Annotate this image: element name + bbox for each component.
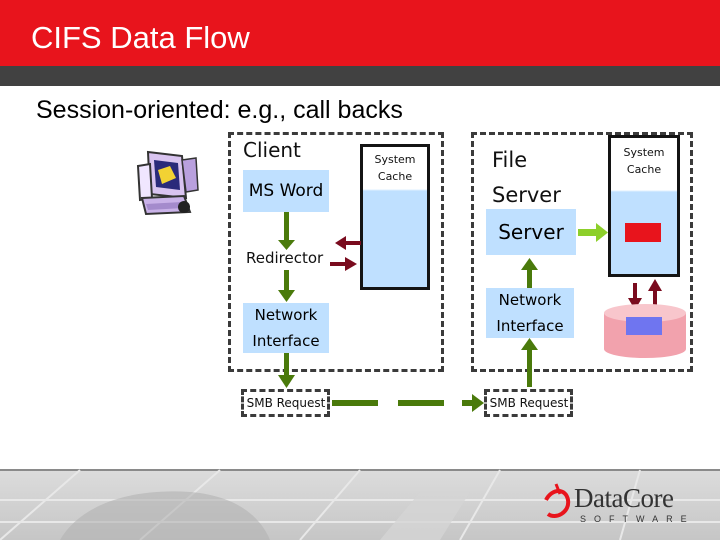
datacore-logo-icon [544,483,571,519]
server-cache-label: System Cache [623,146,665,176]
cache-data-block [625,223,661,242]
arrow-cache-to-redirector [330,257,357,271]
arrow-network-to-server [521,258,538,288]
page-title: CIFS Data Flow [31,20,250,55]
title-rule [0,66,720,86]
arrow-cache-to-disk [628,283,642,310]
client-network-interface: Network Interface [243,303,329,353]
arrow-smb-to-server-network [521,338,538,387]
logo-name: DataCore [574,483,674,513]
server-network-interface: Network Interface [486,288,574,338]
server-smb-request: SMB Request [489,396,569,410]
client-label: Client [243,138,301,162]
disk-drum-icon [604,304,686,358]
arrow-network-to-smb [278,353,295,388]
title-bar [0,0,720,66]
footer-shape [60,491,470,540]
smb-link [332,394,484,412]
subtitle: Session-oriented: e.g., call backs [36,96,403,124]
file-server-label: File Server [492,148,561,207]
server-system-cache: System Cache [608,135,680,277]
client-smb-request: SMB Request [246,396,326,410]
server-box: Server [486,209,576,255]
client-dashed-box [228,132,444,372]
arrow-msword-to-redirector [278,212,295,250]
arrow-redirector-to-network [278,270,295,302]
redirector-label: Redirector [246,249,324,267]
server-dashed-box [471,132,693,372]
client-cache-label: System Cache [374,153,416,183]
arrow-disk-to-cache [648,279,662,308]
ms-word-box: MS Word [243,170,329,212]
computer-clip-art-icon [136,150,199,216]
client-system-cache: System Cache [360,144,430,290]
server-smb-box [484,389,573,417]
arrow-server-to-cache [578,223,608,242]
logo-tagline: SOFTWARE [580,514,695,524]
arrow-redirector-to-cache [335,236,361,250]
client-smb-box [241,389,330,417]
